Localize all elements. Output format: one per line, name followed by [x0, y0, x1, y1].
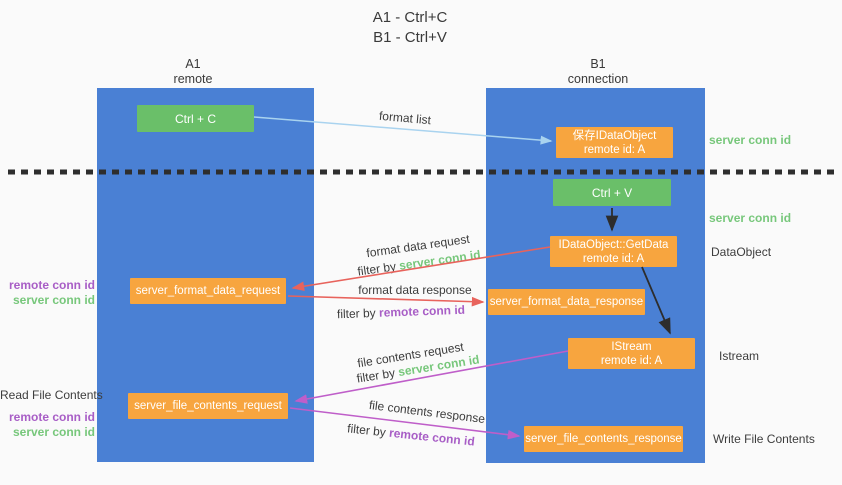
- istream-node: IStream remote id: A: [568, 338, 695, 369]
- column-a1-name: A1: [185, 57, 201, 71]
- right-label-server-conn-id-1: server conn id: [709, 133, 792, 147]
- column-header-b1: B1 connection: [493, 57, 703, 87]
- istream-line1: IStream: [611, 340, 652, 353]
- title-line-b1: B1 - Ctrl+V: [373, 29, 447, 46]
- server-format-data-request-node: server_format_data_request: [130, 278, 286, 304]
- getdata-line1: IDataObject::GetData: [558, 238, 669, 251]
- column-a1-subtitle: remote: [173, 72, 213, 86]
- annotation-file-contents-response: file contents response: [368, 397, 486, 427]
- annotation-filter-by-remote-conn-id-2: filter by remote conn id: [341, 421, 482, 450]
- annotation-format-list: format list: [378, 108, 432, 128]
- save-idataobject-line2: remote id: A: [583, 143, 646, 156]
- left-label-server-conn-id-2: server conn id: [12, 425, 95, 439]
- right-label-server-conn-id-2: server conn id: [709, 211, 792, 225]
- server-file-contents-response-node: server_file_contents_response: [524, 426, 683, 452]
- annotation-format-data-response: format data response: [358, 283, 472, 297]
- filter-by-text: filter by: [346, 421, 387, 440]
- server-file-contents-request-node: server_file_contents_request: [128, 393, 288, 419]
- getdata-line2: remote id: A: [582, 252, 645, 265]
- right-label-istream: Istream: [719, 349, 760, 363]
- istream-line2: remote id: A: [600, 354, 663, 367]
- server-format-data-response-node: server_format_data_response: [488, 289, 645, 315]
- left-label-read-file-contents: Read File Contents: [0, 388, 103, 402]
- annotation-filter-by-remote-conn-id-1: filter by remote conn id: [331, 303, 471, 322]
- save-idataobject-line1: 保存IDataObject: [572, 129, 657, 142]
- filter-by-text: filter by: [356, 259, 397, 279]
- ctrl-c-node: Ctrl + C: [137, 105, 254, 132]
- filter-by-text: filter by: [336, 305, 376, 322]
- ctrl-v-node: Ctrl + V: [553, 179, 671, 206]
- left-label-remote-conn-id-1: remote conn id: [8, 278, 95, 292]
- column-b1-name: B1: [590, 57, 606, 71]
- remote-conn-id-text: remote conn id: [378, 302, 466, 320]
- idataobject-getdata-node: IDataObject::GetData remote id: A: [550, 236, 677, 267]
- remote-conn-id-text: remote conn id: [388, 425, 476, 449]
- right-label-dataobject: DataObject: [711, 245, 772, 259]
- title-line-a1: A1 - Ctrl+C: [372, 9, 448, 26]
- column-header-a1: A1 remote: [88, 57, 298, 87]
- left-label-server-conn-id-1: server conn id: [12, 293, 95, 307]
- column-b1-subtitle: connection: [567, 72, 629, 86]
- left-label-remote-conn-id-2: remote conn id: [8, 410, 95, 424]
- diagram-title: A1 - Ctrl+C B1 - Ctrl+V: [300, 8, 520, 48]
- right-label-write-file-contents: Write File Contents: [713, 432, 815, 446]
- save-idataobject-node: 保存IDataObject remote id: A: [556, 127, 673, 158]
